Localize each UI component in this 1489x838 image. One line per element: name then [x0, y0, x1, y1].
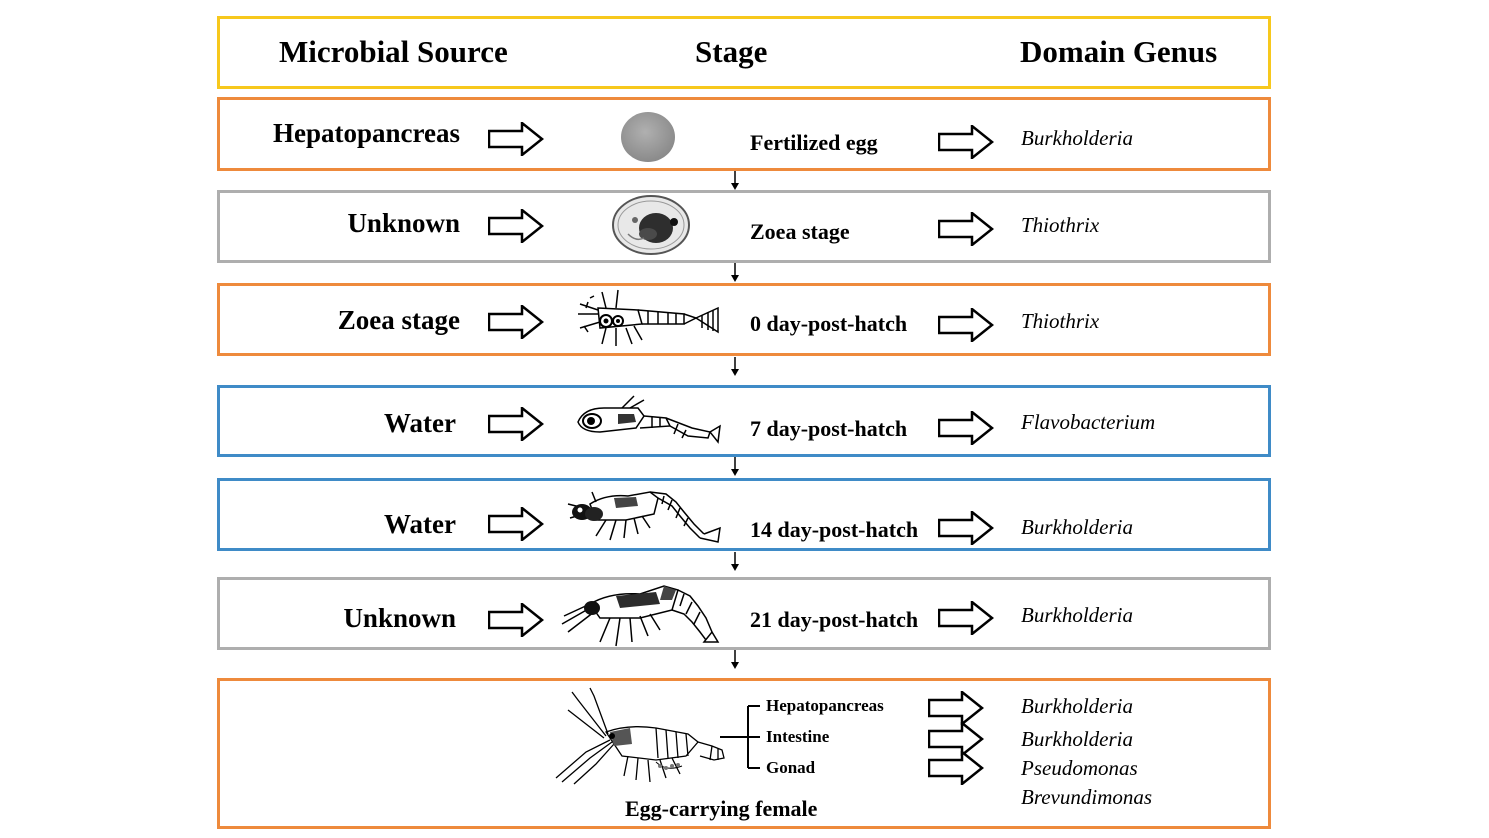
header-microbial-source: Microbial Source	[279, 34, 508, 69]
hollow-right-arrow-icon	[488, 507, 544, 541]
hollow-right-arrow-icon	[928, 691, 984, 725]
source-label-4: Water	[384, 408, 456, 438]
hollow-right-arrow-icon	[488, 209, 544, 243]
hollow-right-arrow-icon	[488, 407, 544, 441]
header-domain-genus: Domain Genus	[1020, 34, 1218, 69]
genus-label-6: Burkholderia	[1021, 603, 1133, 627]
genus-label-2: Thiothrix	[1021, 213, 1100, 237]
genus-label-1: Burkholderia	[1021, 126, 1133, 150]
stage-label-3: 0 day-post-hatch	[750, 311, 908, 336]
hollow-right-arrow-icon	[938, 308, 994, 342]
source-label-2: Unknown	[347, 208, 460, 238]
row-box-6	[217, 577, 1271, 650]
down-arrow-icon	[731, 357, 739, 376]
row-box-5	[217, 478, 1271, 551]
organ-label-intestine: Intestine	[766, 727, 830, 746]
source-label-5: Water	[384, 509, 456, 539]
source-label-6: Unknown	[343, 603, 456, 633]
zoea-stage-image	[612, 195, 690, 255]
stage-label-4: 7 day-post-hatch	[750, 416, 908, 441]
row-box-female	[217, 678, 1271, 829]
larva-7-dph-image	[577, 395, 721, 444]
genus-label-3: Thiothrix	[1021, 309, 1100, 333]
source-label-1: Hepatopancreas	[273, 118, 460, 148]
hollow-right-arrow-icon	[938, 125, 994, 159]
source-label-3: Zoea stage	[337, 305, 460, 335]
larva-14-dph-image	[567, 491, 721, 543]
egg-carrying-female-image	[555, 687, 725, 785]
stage-label-2: Zoea stage	[750, 219, 850, 244]
larva-21-dph-image	[561, 585, 720, 647]
row-box-2	[217, 190, 1271, 263]
hollow-right-arrow-icon	[928, 722, 984, 756]
female-genus-1: Burkholderia	[1021, 694, 1133, 718]
female-genus-3: Pseudomonas	[1021, 756, 1138, 780]
female-genus-2: Burkholderia	[1021, 727, 1133, 751]
row-box-3	[217, 283, 1271, 356]
hollow-right-arrow-icon	[928, 751, 984, 785]
larva-0-dph-image	[578, 289, 719, 346]
down-arrow-icon	[731, 650, 739, 669]
stage-label-1: Fertilized egg	[750, 130, 878, 155]
hollow-right-arrow-icon	[938, 411, 994, 445]
fertilized-egg-image	[621, 112, 675, 162]
organ-label-gonad: Gonad	[766, 758, 816, 777]
stage-label-5: 14 day-post-hatch	[750, 517, 919, 542]
hollow-right-arrow-icon	[488, 122, 544, 156]
down-arrow-icon	[731, 457, 739, 476]
down-arrow-icon	[731, 552, 739, 571]
organ-bracket	[720, 705, 760, 769]
down-arrow-icon	[731, 171, 739, 190]
hollow-right-arrow-icon	[938, 212, 994, 246]
genus-label-4: Flavobacterium	[1021, 410, 1156, 434]
hollow-right-arrow-icon	[488, 305, 544, 339]
stage-label-6: 21 day-post-hatch	[750, 607, 919, 632]
organ-label-hepatopancreas: Hepatopancreas	[766, 696, 884, 715]
down-arrow-icon	[731, 263, 739, 282]
hollow-right-arrow-icon	[938, 511, 994, 545]
header-box	[217, 16, 1271, 89]
header-stage: Stage	[695, 34, 768, 69]
hollow-right-arrow-icon	[938, 601, 994, 635]
hollow-right-arrow-icon	[488, 603, 544, 637]
female-genus-4: Brevundimonas	[1021, 785, 1153, 809]
row-box-1	[217, 97, 1271, 171]
genus-label-5: Burkholderia	[1021, 515, 1133, 539]
female-caption: Egg-carrying female	[625, 796, 818, 821]
row-box-4	[217, 385, 1271, 457]
